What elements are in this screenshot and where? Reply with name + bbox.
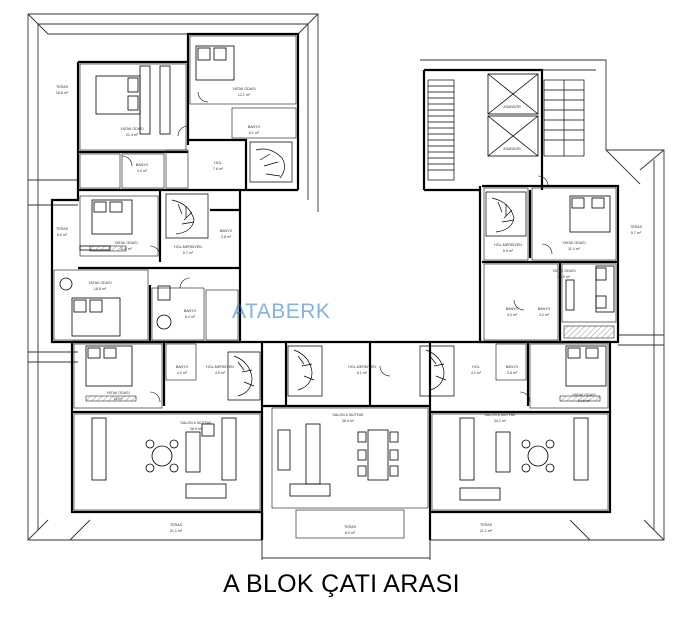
- room-area: 36.4 m²: [342, 419, 355, 423]
- watermark: ATABERK: [232, 300, 330, 323]
- room-name: BANYO: [248, 125, 261, 129]
- room-name: HOL-MERDİVEN: [174, 244, 202, 249]
- room-area: 14.6 m²: [578, 399, 591, 403]
- room-area: 4.2 m²: [177, 371, 188, 375]
- room-name: HOL: [472, 365, 479, 369]
- room-name: BANYO: [506, 307, 519, 311]
- room-name: YATAK ODASI: [106, 391, 129, 395]
- room-area: 3.8 m²: [507, 371, 518, 375]
- room-area: 34.1 m²: [494, 419, 507, 423]
- room-name: YATAK ODASI: [232, 87, 255, 91]
- door-swings: [121, 91, 553, 403]
- floor-plan: TERAS 18.8 m² TERAS 5.5 m² TERAS 5.7 m² …: [27, 13, 665, 560]
- room-labels: TERAS 18.8 m² TERAS 5.5 m² TERAS 5.7 m² …: [56, 85, 643, 535]
- room-area: 18.8 m²: [56, 91, 69, 95]
- room-area: 18.8 m²: [94, 287, 107, 291]
- room-area: 12.1 m²: [238, 93, 251, 97]
- room-name: HOL-MERDİVEN: [206, 364, 234, 369]
- roof-outline: [27, 13, 665, 560]
- room-area: 4.0 m²: [507, 313, 518, 317]
- room-name: SALON & MUTFAK: [332, 413, 364, 417]
- room-name: TERAS: [344, 525, 357, 529]
- wardrobes: [85, 245, 615, 402]
- room-name: BANYO: [506, 365, 519, 369]
- room-area: 3.8 m²: [221, 235, 232, 239]
- room-area: 3.2 m²: [539, 313, 550, 317]
- room-area: 4.4 m²: [137, 169, 148, 173]
- room-name: YATAK ODASI: [552, 269, 575, 273]
- room-area: 11.4 m²: [568, 247, 581, 251]
- room-area: 21.1 m²: [170, 529, 183, 533]
- room-area: 8.3 m²: [345, 531, 356, 535]
- room-area: 7.6 m²: [213, 167, 224, 171]
- room-name: YATAK ODASI: [120, 127, 143, 131]
- room-name: BANYO: [220, 229, 233, 233]
- room-name: SALON & MUTFAK: [180, 421, 212, 425]
- room-area: 11.0 m²: [120, 247, 133, 251]
- room-area: 5.7 m²: [631, 231, 642, 235]
- room-name: YATAK ODASI: [572, 393, 595, 397]
- furniture: [59, 65, 589, 501]
- elevators: [487, 73, 539, 157]
- elevator-label: ASANSÖR: [503, 105, 521, 109]
- room-area: 13 m²: [113, 397, 123, 401]
- plan-caption: A BLOK ÇATI ARASI: [223, 570, 460, 598]
- room-name: YATAK ODASI: [114, 241, 137, 245]
- room-name: TERAS: [56, 85, 69, 89]
- room-name: HOL-MERDİVEN: [348, 364, 376, 369]
- room-name: YATAK ODASI: [88, 281, 111, 285]
- room-area: 5.9 m²: [503, 249, 514, 253]
- room-area: 21.1 m²: [480, 529, 493, 533]
- walls: [50, 32, 620, 540]
- room-name: SALON & MUTFAK: [484, 413, 516, 417]
- room-area: 4.1 m²: [471, 371, 482, 375]
- elevator-label: ASANSÖR: [503, 147, 521, 151]
- room-name: HOL: [214, 161, 221, 165]
- room-area: 21.4 m²: [126, 133, 139, 137]
- room-area: 5.1 m²: [357, 371, 368, 375]
- room-area: 5.1 m²: [249, 131, 260, 135]
- room-name: BANYO: [176, 365, 189, 369]
- room-name: BANYO: [184, 309, 197, 313]
- stairs: [165, 79, 585, 401]
- room-name: TERAS: [170, 523, 183, 527]
- room-name: BANYO: [538, 307, 551, 311]
- beds: [71, 45, 615, 387]
- room-area: 16.0 m²: [558, 275, 571, 279]
- room-area: 5.7 m²: [183, 251, 194, 255]
- room-name: TERAS: [630, 225, 643, 229]
- room-area: 6.4 m²: [185, 315, 196, 319]
- room-name: HOL-MERDİVEN: [494, 242, 522, 247]
- room-name: YATAK ODASI: [562, 241, 585, 245]
- room-name: BANYO: [136, 163, 149, 167]
- room-area: 4.5 m²: [215, 371, 226, 375]
- room-name: TERAS: [480, 523, 493, 527]
- room-area: 36.9 m²: [190, 427, 203, 431]
- room-name: TERAS: [56, 227, 69, 231]
- room-area: 5.5 m²: [57, 233, 68, 237]
- interior-lines: [53, 35, 617, 539]
